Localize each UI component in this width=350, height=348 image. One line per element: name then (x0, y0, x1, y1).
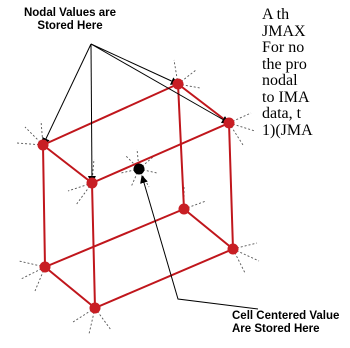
paragraph-line: JMAX (262, 22, 306, 40)
node-dot (86, 177, 98, 189)
cell-center-dot (133, 163, 145, 175)
cell-edges (42, 83, 234, 309)
nodal-values-callout: Nodal Values are Stored Here (10, 7, 130, 33)
paragraph-line: data, t (262, 105, 302, 122)
cell-edge (44, 266, 96, 309)
neighbor-dash (138, 156, 154, 170)
cell-edge (44, 208, 185, 268)
paragraph-line: A th (262, 7, 290, 23)
nodal-values-callout-line2: Stored Here (37, 20, 103, 32)
paragraph-line: For no (262, 39, 305, 56)
node-dot (172, 78, 184, 90)
paragraph-line: 1)(JMA (262, 121, 313, 139)
cell-edge (42, 83, 179, 146)
neighbor-dash (138, 168, 150, 188)
neighbor-dash (138, 168, 158, 174)
cell-center-arrow (140, 175, 259, 310)
cell-edge (183, 208, 234, 250)
callout-arrow (90, 43, 230, 124)
cell-centered-callout-line1: Cell Centered Value (232, 310, 340, 322)
node-dot (89, 302, 101, 314)
cell-edge (177, 83, 185, 210)
cell-edge (228, 122, 234, 250)
node-dot (227, 243, 239, 255)
cell-centered-callout: Cell Centered Value Are Stored Here (232, 310, 350, 336)
nodal-values-callout-line1: Nodal Values are (23, 7, 117, 19)
callout-arrow (87, 43, 96, 184)
body-paragraph: A th JMAX For no the pro nodal to IMA da… (262, 7, 350, 139)
node-dot (37, 139, 49, 151)
paragraph-line: to IMA (262, 88, 310, 106)
cell-edge (177, 83, 230, 124)
cell-edge (91, 182, 96, 309)
paragraph-line: nodal (262, 72, 298, 89)
callout-arrows (42, 43, 259, 310)
cell-centered-callout-line2: Are Stored Here (232, 323, 320, 335)
node-dot (223, 117, 235, 129)
cell-edge (94, 248, 234, 309)
callout-arrow (90, 43, 179, 85)
neighbor-dash (120, 168, 140, 174)
node-dot (39, 261, 51, 273)
paragraph-line: the pro (262, 55, 307, 73)
cell-edge (42, 144, 93, 184)
cell-center (133, 163, 145, 175)
cell-edge (91, 122, 230, 184)
callout-arrow (42, 43, 92, 146)
neighbor-dash (124, 154, 140, 170)
neighbor-dash (136, 148, 140, 170)
node-dot (178, 203, 190, 215)
nodes (37, 78, 239, 314)
neighbor-dash (130, 168, 140, 188)
cell-edge (42, 144, 46, 268)
